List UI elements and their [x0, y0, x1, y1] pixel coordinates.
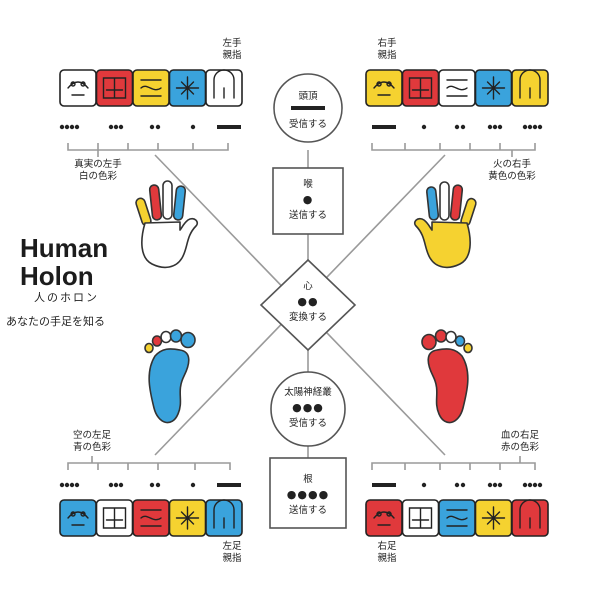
bottom-left-glyph-4	[168, 499, 207, 537]
solar-plexus-action: 受信する	[288, 418, 327, 429]
top-right-glyph-5	[511, 69, 549, 107]
glyph-rows	[59, 69, 549, 537]
root-node	[269, 457, 347, 529]
left-hand-label: 真実の左手 白の色彩	[74, 159, 122, 182]
right-foot-icon	[421, 329, 473, 424]
bottom-left-glyph-5	[205, 499, 243, 537]
bottom-right-glyph-3	[438, 499, 476, 537]
root-name: 根	[303, 474, 313, 485]
top-right-glyph-3	[438, 69, 476, 107]
crown-name: 頭頂	[298, 91, 318, 102]
bottom-left-glyph-3	[132, 499, 170, 537]
bottom-right-glyph-1	[365, 499, 403, 537]
throat-dots: ●	[302, 193, 314, 206]
subtitle: 人のホロン	[34, 291, 99, 304]
top-right-glyph-1	[365, 69, 403, 107]
solar-plexus-name: 太陽神経叢	[284, 387, 332, 398]
throat-action: 送信する	[288, 210, 327, 221]
right-foot-label: 血の右足 赤の色彩	[500, 430, 539, 453]
title-line-1: Human	[20, 233, 109, 263]
bottom-right-glyph-2	[401, 499, 440, 537]
solar-plexus-node	[270, 371, 346, 447]
root-dots: ●●●●	[286, 488, 330, 501]
bottom-right-glyph-5	[511, 499, 549, 537]
bottom-right-glyph-4	[474, 499, 513, 537]
crown-node	[273, 73, 343, 143]
left-hand-thumb-label: 左手 親指	[222, 38, 242, 61]
heart-name: 心	[303, 281, 313, 292]
title-line-2: Holon	[20, 261, 94, 291]
right-foot-thumb-label: 右足 親指	[377, 541, 397, 564]
right-hand-label: 火の右手 黄色の色彩	[488, 159, 536, 182]
heart-node	[259, 258, 357, 352]
throat-node	[272, 167, 344, 235]
page-title: Human Holon	[20, 234, 108, 290]
throat-name: 喉	[303, 179, 313, 190]
top-left-glyph-1	[59, 69, 97, 107]
right-hand-icon	[413, 181, 477, 269]
top-left-glyph-3	[132, 69, 170, 107]
number-marks	[59, 124, 543, 488]
solar-plexus-dots: ●●●	[292, 401, 324, 414]
right-hand-thumb-label: 右手 親指	[377, 38, 397, 61]
heart-dots: ●●	[297, 295, 319, 308]
left-hand-icon	[135, 180, 199, 269]
top-right-glyph-4	[474, 69, 513, 107]
bottom-left-glyph-1	[59, 499, 97, 537]
top-right-glyph-2	[401, 69, 440, 107]
heart-action: 変換する	[288, 312, 327, 323]
bottom-left-glyph-2	[95, 499, 134, 537]
top-left-glyph-4	[168, 69, 207, 107]
left-foot-label: 空の左足 青の色彩	[72, 430, 111, 453]
root-action: 送信する	[288, 505, 327, 516]
top-left-glyph-5	[205, 69, 243, 107]
left-foot-icon	[144, 329, 196, 424]
caption: あなたの手足を知る	[6, 315, 105, 328]
top-left-glyph-2	[95, 69, 134, 107]
crown-action: 受信する	[288, 119, 327, 130]
left-foot-thumb-label: 左足 親指	[222, 541, 242, 564]
